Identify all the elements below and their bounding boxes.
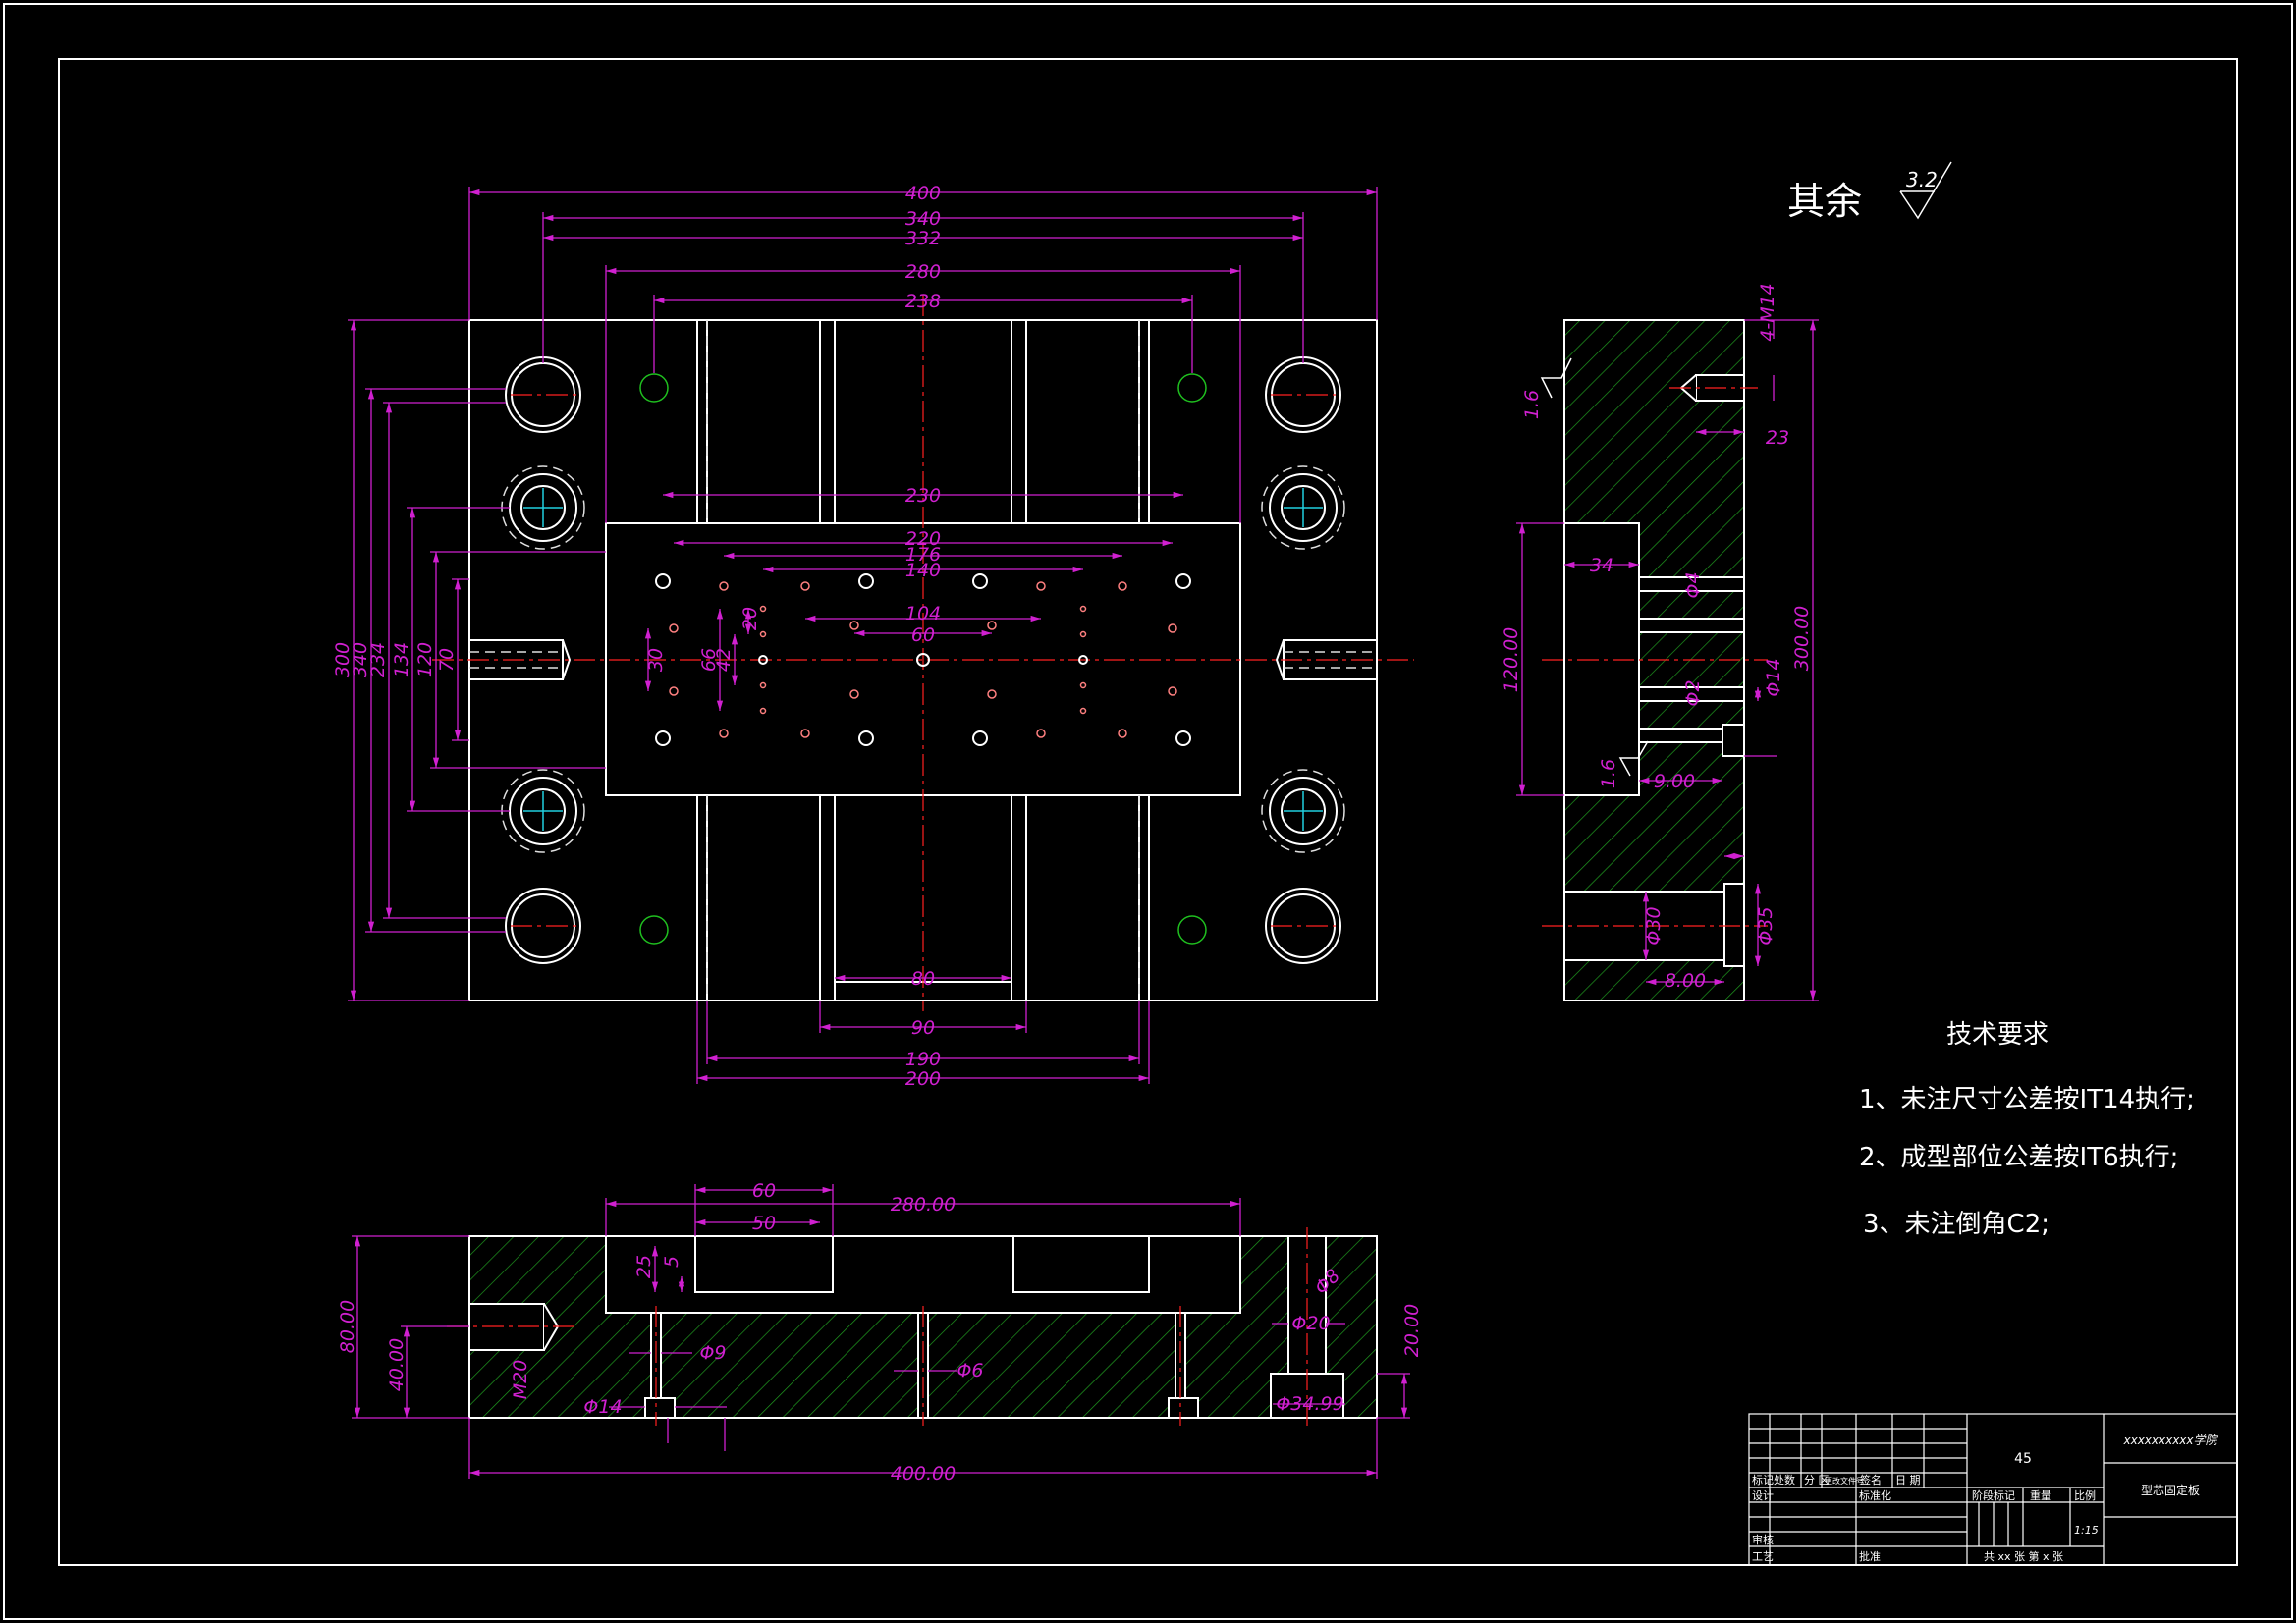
tech-req-item-2: 2、成型部位公差按IT6执行; — [1859, 1143, 2178, 1172]
dim-plan-238: 238 — [905, 291, 941, 312]
dim-side-phi14: Φ14 — [1763, 658, 1784, 696]
dim-side-phi2: Φ2 — [1682, 679, 1704, 706]
dim-plan-190: 190 — [905, 1049, 941, 1070]
tb-stage-mark: 阶段标记 — [1972, 1488, 2015, 1502]
roughness-note: 其余 3.2 — [1787, 161, 1952, 223]
dim-plan-60: 60 — [911, 624, 935, 646]
dim-side-23: 23 — [1766, 427, 1789, 449]
dim-front-phi3499: Φ34.99 — [1276, 1393, 1343, 1415]
side-section-view: 4-M14 23 34 300.00 120.00 Φ14 Φ4 Φ2 9.00… — [1501, 283, 1819, 1001]
tb-scale-label: 比例 — [2074, 1488, 2096, 1502]
dim-plan-230: 230 — [905, 485, 941, 507]
roughness-side-a: 1.6 — [1521, 390, 1543, 419]
tb-header-mark: 标记 — [1752, 1473, 1774, 1487]
tb-header-change: 更改文件号 — [1825, 1476, 1864, 1486]
dim-plan-340: 340 — [905, 208, 941, 230]
dim-plan-v30: 30 — [645, 648, 667, 672]
dim-side-300: 300.00 — [1791, 606, 1813, 671]
dim-plan-220: 220 — [905, 528, 941, 550]
tb-header-zone: 分 区 — [1804, 1474, 1830, 1487]
dim-plan-90: 90 — [911, 1017, 935, 1039]
dim-side-34: 34 — [1590, 555, 1613, 576]
dim-front-phi14: Φ14 — [583, 1396, 622, 1418]
title-block: 标记 处数 分 区 更改文件号 签名 日 期 设计 标准化 审核 工艺 批准 阶… — [1748, 1413, 2238, 1566]
dim-side-8: 8.00 — [1665, 970, 1706, 992]
tb-weight: 重量 — [2030, 1488, 2051, 1502]
dim-front-60: 60 — [752, 1180, 776, 1202]
dim-front-280: 280.00 — [891, 1194, 956, 1216]
dim-front-v20: 20.00 — [1401, 1304, 1423, 1357]
dim-plan-v66: 66 — [698, 648, 720, 672]
roughness-side-b: 1.6 — [1598, 759, 1619, 788]
dim-front-phi6: Φ6 — [957, 1360, 983, 1381]
dim-side-120: 120.00 — [1501, 627, 1522, 692]
dim-side-4m14: 4-M14 — [1757, 283, 1778, 342]
dim-plan-v134: 134 — [391, 642, 412, 677]
dim-plan-400: 400 — [905, 183, 941, 204]
dim-plan-v20: 20 — [739, 607, 761, 630]
roughness-label: 其余 — [1787, 180, 1862, 223]
dim-front-v25: 25 — [633, 1255, 655, 1278]
tb-sheets: 共 xx 张 第 x 张 — [1984, 1549, 2063, 1563]
dim-plan-104: 104 — [905, 603, 941, 624]
tb-school: xxxxxxxxxx学院 — [2122, 1434, 2218, 1447]
front-section-view: 60 280.00 50 400.00 80.00 40.00 20.00 25… — [337, 1180, 1423, 1485]
dim-plan-332: 332 — [905, 228, 941, 249]
tb-design: 设计 — [1752, 1489, 1774, 1502]
dim-side-phi35: Φ35 — [1755, 906, 1777, 945]
dim-front-v40: 40.00 — [386, 1338, 408, 1391]
dim-plan-80: 80 — [911, 968, 935, 990]
dim-front-v5: 5 — [661, 1256, 683, 1268]
tb-process: 工艺 — [1752, 1550, 1774, 1563]
dim-front-50: 50 — [752, 1213, 776, 1234]
dim-side-phi30: Φ30 — [1643, 906, 1665, 945]
dim-front-phi9: Φ9 — [699, 1342, 726, 1364]
roughness-value: 3.2 — [1906, 168, 1938, 191]
tb-header-date: 日 期 — [1895, 1474, 1921, 1487]
dim-plan-v42: 42 — [713, 648, 735, 672]
tb-review: 审核 — [1752, 1533, 1774, 1546]
dim-plan-v340: 340 — [350, 642, 371, 677]
dim-plan-140: 140 — [905, 560, 941, 581]
tb-standardization: 标准化 — [1859, 1488, 1891, 1502]
tech-req-item-3: 3、未注倒角C2; — [1863, 1210, 2050, 1239]
dim-plan-v70: 70 — [436, 648, 458, 672]
dim-front-phi20: Φ20 — [1291, 1313, 1330, 1334]
dim-plan-v120: 120 — [414, 642, 436, 677]
tb-part-name: 型芯固定板 — [2141, 1483, 2200, 1497]
dim-plan-280: 280 — [905, 261, 941, 283]
dim-side-phi4: Φ4 — [1682, 571, 1704, 598]
dim-front-m20: M20 — [510, 1360, 531, 1400]
tech-req-title: 技术要求 — [1946, 1020, 2049, 1050]
outer-sheet-border — [3, 3, 2293, 1620]
tb-header-sign: 签名 — [1860, 1473, 1882, 1487]
dim-plan-v234: 234 — [367, 642, 389, 677]
dim-plan-v300: 300 — [332, 642, 354, 677]
tb-header-count: 处数 — [1774, 1474, 1795, 1487]
tb-material: 45 — [2014, 1451, 2032, 1467]
tb-scale-value: 1:15 — [2074, 1524, 2099, 1537]
technical-requirements: 技术要求 1、未注尺寸公差按IT14执行; 2、成型部位公差按IT6执行; 3、… — [1859, 1020, 2195, 1239]
tb-approve: 批准 — [1859, 1549, 1881, 1563]
inner-frame-border — [58, 58, 2238, 1566]
plan-view: 400 340 332 280 238 230 220 176 140 104 … — [332, 183, 1414, 1090]
dim-front-v80: 80.00 — [337, 1300, 358, 1353]
dim-plan-200: 200 — [905, 1068, 941, 1090]
tech-req-item-1: 1、未注尺寸公差按IT14执行; — [1859, 1085, 2195, 1114]
dim-plan-176: 176 — [905, 544, 941, 566]
dim-side-9: 9.00 — [1654, 771, 1695, 792]
dim-front-400: 400.00 — [891, 1463, 956, 1485]
